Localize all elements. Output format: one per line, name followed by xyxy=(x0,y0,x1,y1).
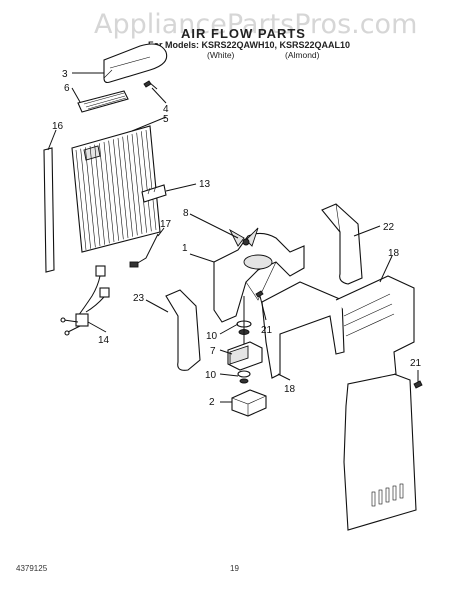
part-4-screw xyxy=(143,80,158,90)
callout-1: 1 xyxy=(182,243,188,254)
callout-10-upper: 10 xyxy=(206,331,218,342)
callout-6: 6 xyxy=(64,83,70,94)
cover-rib xyxy=(89,145,101,247)
callout-13: 18 xyxy=(284,384,296,395)
callout-21: 21 xyxy=(261,325,273,336)
document-number: 4379125 xyxy=(16,564,48,573)
callout-11: 13 xyxy=(199,179,211,190)
cover-rib xyxy=(103,141,115,243)
callout-5: 5 xyxy=(163,114,169,125)
part-6-grille xyxy=(77,90,129,113)
part-22-duct xyxy=(321,203,363,285)
part-21-screw xyxy=(255,290,264,298)
vent-slot xyxy=(385,487,390,503)
part-7-fan-motor xyxy=(227,296,263,371)
cover-rib xyxy=(127,135,138,236)
diagram-title: AIR FLOW PARTS xyxy=(181,26,306,41)
cover-rib xyxy=(145,129,157,231)
cover-rib xyxy=(141,131,152,232)
cover-rib xyxy=(94,144,105,245)
part-23-side-duct xyxy=(165,289,201,371)
part-11-clip xyxy=(141,184,167,203)
part-5-evaporator-cover xyxy=(71,125,161,253)
cover-ribs xyxy=(75,129,157,251)
vent-slot xyxy=(392,485,397,501)
callout-22: 22 xyxy=(383,222,395,233)
cover-rib xyxy=(113,139,124,240)
part-18-screw xyxy=(413,380,423,389)
part-13-baffle xyxy=(261,281,345,379)
model-numbers: For Models: KSRS22QAWH10, KSRS22QAAL10 xyxy=(148,40,350,50)
part-12-wiring-harness xyxy=(60,265,110,336)
callout-3: 3 xyxy=(62,69,68,80)
callout-17: 18 xyxy=(388,248,400,259)
page-number: 19 xyxy=(230,564,239,573)
callout-8: 8 xyxy=(183,208,189,219)
callout-labels: 3 6 4 5 16 13 17 14 8 1 23 10 7 10 2 21 … xyxy=(52,69,422,408)
part-16-gasket xyxy=(43,147,55,273)
part-10-grommet-lower xyxy=(237,370,251,384)
callout-4: 4 xyxy=(163,104,169,115)
callout-10-lower: 10 xyxy=(205,370,217,381)
variant-almond: (Almond) xyxy=(285,50,320,60)
cover-rib xyxy=(80,148,91,249)
rear-panel-vents xyxy=(371,483,404,507)
variant-white: (White) xyxy=(207,50,235,60)
cover-rib xyxy=(117,137,129,239)
vent-slot xyxy=(378,489,383,505)
cover-rib xyxy=(85,147,96,248)
cover-rib xyxy=(131,133,143,235)
callout-16: 16 xyxy=(52,121,64,132)
callout-2: 2 xyxy=(209,397,215,408)
part-2-motor-bracket xyxy=(231,389,267,417)
part-3-duct-cover xyxy=(103,43,168,84)
vent-slot xyxy=(371,491,376,507)
watermark-text: AppliancePartsPros.com xyxy=(94,9,417,40)
callout-14: 17 xyxy=(160,219,172,230)
cover-rib xyxy=(75,149,87,251)
leader-lines xyxy=(47,72,419,403)
cover-rib xyxy=(136,132,147,233)
vent-slot xyxy=(399,483,404,499)
callout-12: 14 xyxy=(98,335,110,346)
part-17-rear-panel xyxy=(335,275,417,531)
cover-rib xyxy=(99,143,110,244)
callout-23: 23 xyxy=(133,293,145,304)
cover-rib xyxy=(122,136,133,237)
callout-18: 21 xyxy=(410,358,422,369)
part-14-sensor xyxy=(129,233,159,268)
cover-rib xyxy=(108,140,119,241)
callout-7: 7 xyxy=(210,346,216,357)
